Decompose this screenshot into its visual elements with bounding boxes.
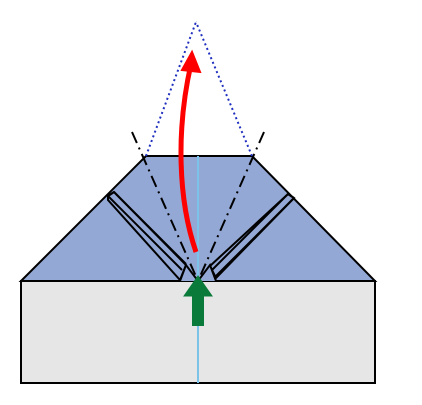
right-dash-dot-line: [197, 131, 265, 282]
right-flap-tip: [287, 193, 295, 199]
dotted-guide-left: [145, 21, 197, 157]
green-arrow-shaft: [192, 294, 204, 326]
red-fold-arrow: [178, 63, 199, 253]
dash-dot-fold-lines: [131, 131, 265, 282]
left-flap-edge-inner: [113, 191, 187, 265]
left-flap-edge-outer: [107, 195, 183, 271]
left-flap-tip: [107, 191, 115, 197]
red-arrow-head: [180, 49, 202, 74]
green-push-arrow: [183, 275, 213, 326]
dotted-guide-right: [195, 21, 253, 157]
left-dash-dot-line: [131, 131, 199, 282]
right-flap-edge-inner: [215, 197, 295, 277]
dotted-triangle-guide: [145, 21, 253, 157]
right-flap-edge-outer: [209, 193, 289, 273]
